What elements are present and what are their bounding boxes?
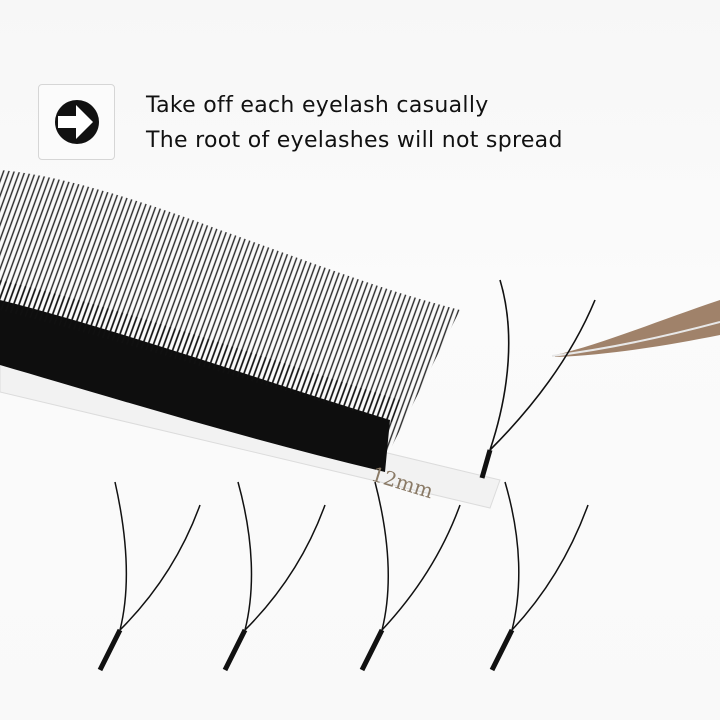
lash-fan-3 <box>359 481 461 672</box>
feature-icon-box <box>38 84 115 160</box>
feature-caption: Take off each eyelash casually The root … <box>146 88 563 158</box>
lash-fan-2 <box>222 481 326 672</box>
lash-fan-4 <box>489 481 589 672</box>
lash-fan-held <box>479 279 596 479</box>
caption-line-2: The root of eyelashes will not spread <box>146 128 563 153</box>
arrow-right-circle-icon <box>54 100 99 144</box>
lash-tray <box>0 170 460 472</box>
caption-line-1: Take off each eyelash casually <box>146 93 489 118</box>
lash-fan-1 <box>97 481 201 672</box>
tweezer <box>551 300 720 357</box>
